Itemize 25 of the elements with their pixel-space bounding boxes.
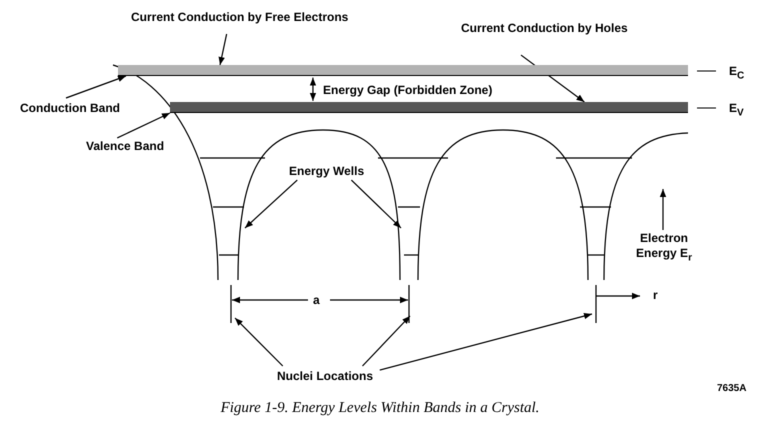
leader-line [362, 316, 410, 366]
callout-label: Nuclei Locations [277, 369, 374, 384]
axis-label: Electron Energy E$_{r}$ [635, 231, 693, 266]
level-label: E$_{C}$ [729, 64, 744, 84]
leader-line [116, 112, 170, 138]
figure-caption: Figure 1-9. Energy Levels Within Bands in a Crystal. [220, 400, 540, 417]
leader-line [218, 34, 228, 66]
figure-code: 7635A [717, 382, 746, 396]
dimension-label: a [313, 293, 320, 308]
leader-line [244, 180, 298, 228]
callout-label: Current Conduction by Holes [461, 21, 628, 36]
leader-line [350, 180, 402, 228]
callout-label: Energy Wells [289, 164, 364, 179]
band-bar [118, 65, 688, 76]
axis-label: r [653, 288, 658, 303]
callout-label: Valence Band [86, 139, 164, 154]
callout-label: Conduction Band [20, 101, 120, 116]
leader-line [380, 312, 592, 371]
callout-label: Current Conduction by Free Electrons [131, 10, 348, 25]
leader-line [234, 318, 284, 366]
leader-line [66, 75, 126, 99]
level-label: E$_{V}$ [729, 101, 744, 120]
double-arrow [310, 78, 316, 101]
band-bar [170, 102, 688, 113]
gap-label: Energy Gap (Forbidden Zone) [323, 83, 492, 98]
